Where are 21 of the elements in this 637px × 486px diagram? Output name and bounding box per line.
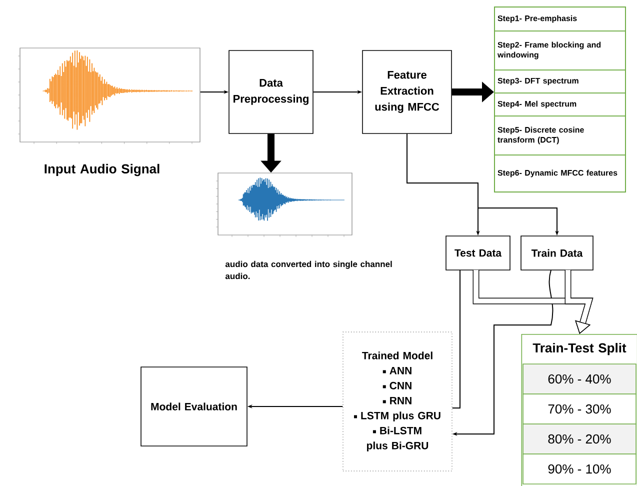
model-list-box: Trained Model ANN CNN RNN LSTM plus GRU Bi-LSTM plus Bi-GRU (342, 332, 452, 472)
step-box: Step6- Dynamic MFCC features (494, 154, 626, 192)
process-box: Model Evaluation (140, 366, 248, 446)
process-box: Train Data (520, 236, 594, 270)
step-box: Step2- Frame blocking and windowing (494, 30, 626, 70)
node-label: Input Audio Signal (44, 164, 160, 176)
table-cell: 70% - 30% (522, 394, 636, 424)
waveform-plot-drawing (216, 172, 352, 238)
waveform-plot-drawing (18, 48, 200, 144)
step-box: Step5- Discrete cosine transform (DCT) (494, 116, 626, 156)
table-cell: 90% - 10% (522, 454, 636, 484)
process-box: Test Data (446, 236, 510, 270)
arrow (564, 270, 594, 334)
node-label: audio data converted into single channel audio. (225, 260, 392, 280)
table-cell: 80% - 20% (522, 424, 636, 454)
process-box: Feature Extraction using MFCC (362, 50, 452, 134)
table-cell: 60% - 40% (522, 364, 636, 394)
step-box: Step3- DFT spectrum (494, 70, 626, 94)
step-box: Step4- Mel spectrum (494, 92, 626, 116)
process-box: Data Preprocessing (228, 50, 314, 134)
step-box: Step1- Pre-emphasis (494, 6, 626, 32)
